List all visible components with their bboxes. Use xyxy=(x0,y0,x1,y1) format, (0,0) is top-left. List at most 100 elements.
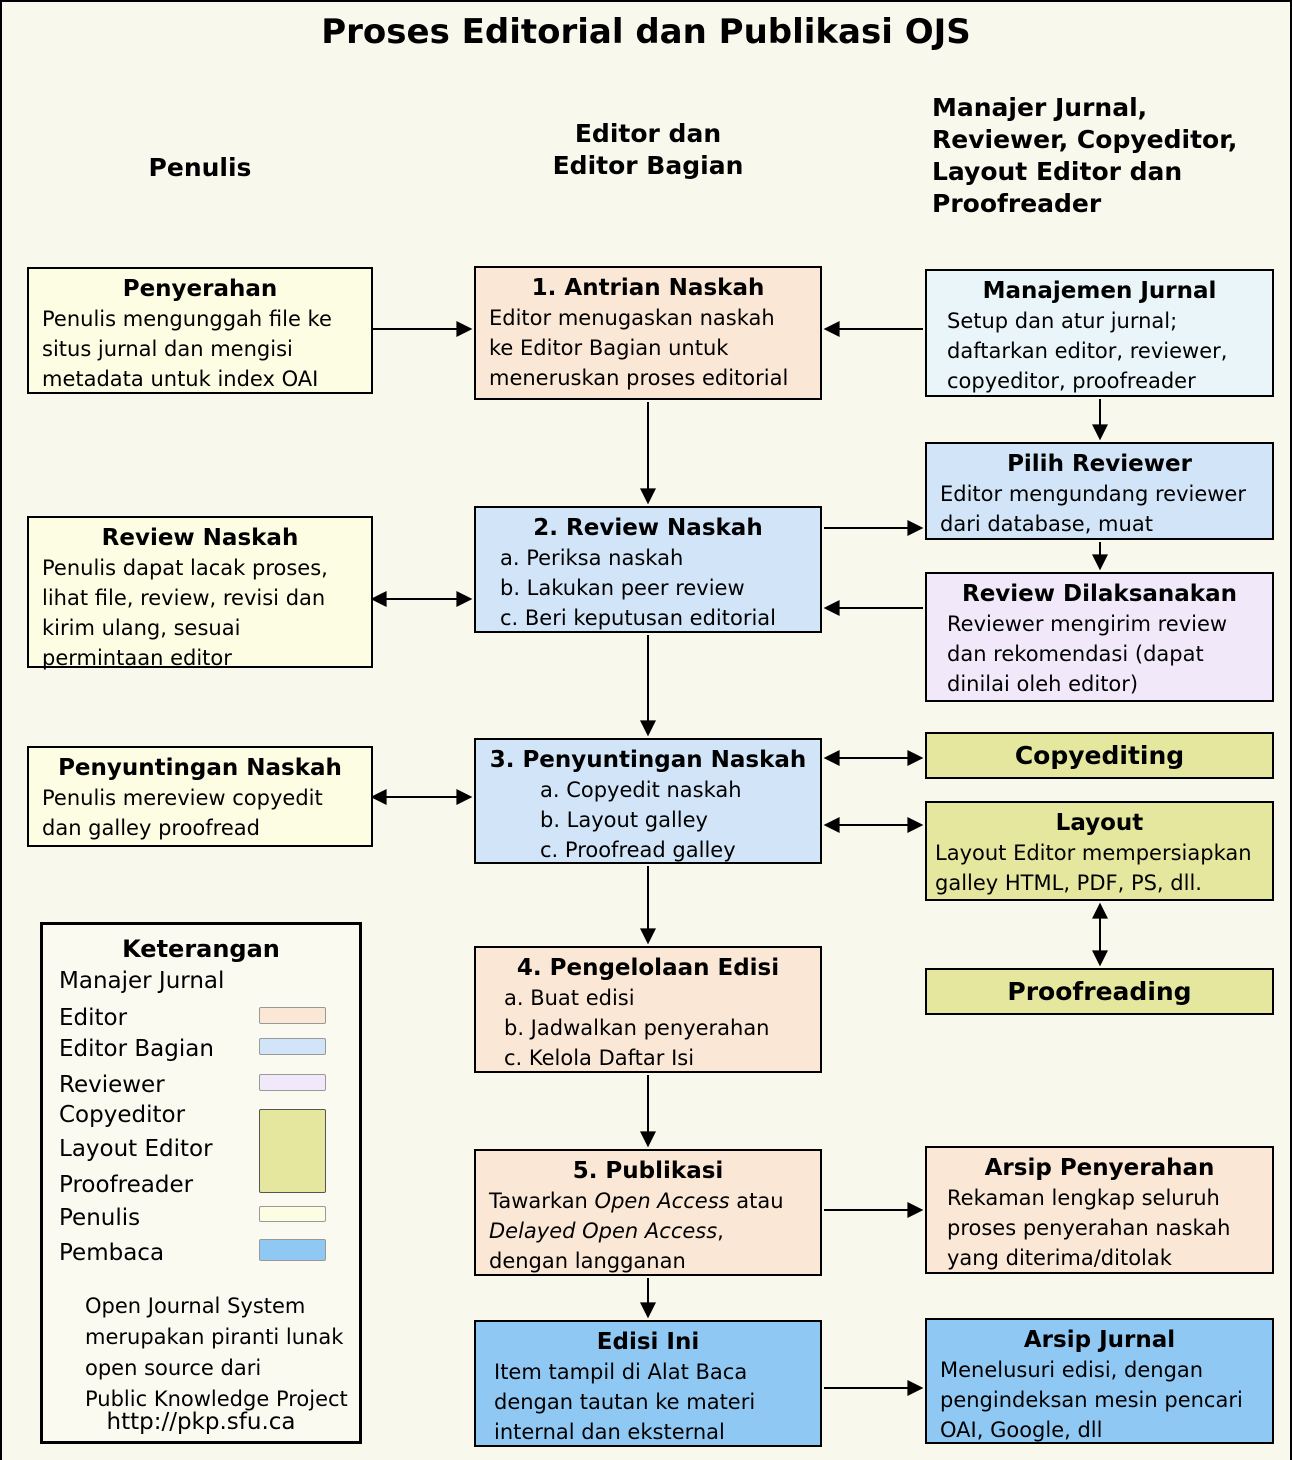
legend-label-copyeditor: Copyeditor xyxy=(59,1102,186,1128)
box-title: Arsip Penyerahan xyxy=(984,1155,1215,1181)
legend-note-line: merupakan piranti lunak xyxy=(85,1325,344,1349)
box-title: Manajemen Jurnal xyxy=(982,278,1217,304)
box-proofreading: Proofreading xyxy=(925,968,1274,1015)
box-text-line: Penulis dapat lacak proses, xyxy=(42,556,328,580)
box-text-segment-italic: Delayed Open Access xyxy=(489,1219,718,1243)
box-title: 3. Penyuntingan Naskah xyxy=(489,747,807,773)
box-title: Pilih Reviewer xyxy=(1007,451,1192,477)
box-text-line: Delayed Open Access, xyxy=(476,1216,820,1246)
box-text-line: Menelusuri edisi, dengan xyxy=(940,1358,1204,1382)
box-arsip-jurnal: Arsip Jurnal Menelusuri edisi, dengan pe… xyxy=(925,1318,1274,1444)
box-text-line: Setup dan atur jurnal; xyxy=(947,309,1178,333)
legend-url: http://pkp.sfu.ca xyxy=(106,1409,296,1435)
column-header-penulis: Penulis xyxy=(148,153,252,182)
box-text-line: metadata untuk index OAI xyxy=(42,367,319,391)
box-text-line: kirim ulang, sesuai xyxy=(42,616,241,640)
box-text-line: Item tampil di Alat Baca xyxy=(494,1360,748,1384)
box-text-line: dengan langganan xyxy=(489,1249,686,1273)
legend: Keterangan Manajer Jurnal Editor Editor … xyxy=(40,922,362,1444)
column-header-line: Editor Bagian xyxy=(552,151,744,180)
box-layout: Layout Layout Editor mempersiapkan galle… xyxy=(925,801,1274,901)
box-arsip-penyerahan: Arsip Penyerahan Rekaman lengkap seluruh… xyxy=(925,1146,1274,1274)
box-text-line: proses penyerahan naskah xyxy=(947,1216,1231,1240)
legend-swatch-reviewer xyxy=(259,1074,326,1091)
box-publikasi: 5. Publikasi Tawarkan Open Access atau D… xyxy=(474,1149,822,1276)
box-text-line: dinilai oleh editor) xyxy=(947,672,1139,696)
legend-label-editor-bagian: Editor Bagian xyxy=(59,1036,214,1062)
box-review-dilaksanakan: Review Dilaksanakan Reviewer mengirim re… xyxy=(925,572,1274,702)
box-text-line: Tawarkan Open Access atau xyxy=(476,1186,820,1216)
legend-label-reviewer: Reviewer xyxy=(59,1072,165,1098)
box-text-line: copyeditor, proofreader xyxy=(947,369,1196,393)
box-text-segment: , xyxy=(717,1219,724,1243)
box-edisi-ini: Edisi Ini Item tampil di Alat Baca denga… xyxy=(474,1320,822,1447)
box-text-line: internal dan eksternal xyxy=(494,1420,725,1444)
box-penyerahan: Penyerahan Penulis mengunggah file ke si… xyxy=(27,267,373,394)
page-title: Proses Editorial dan Publikasi OJS xyxy=(321,12,971,52)
box-copyediting: Copyediting xyxy=(925,732,1274,779)
box-title: Proofreading xyxy=(1007,976,1192,1006)
box-text-line: c. Kelola Daftar Isi xyxy=(504,1046,695,1070)
box-title: 5. Publikasi xyxy=(572,1158,724,1184)
box-text-line: c. Proofread galley xyxy=(540,838,736,862)
box-title: Review Dilaksanakan xyxy=(961,581,1237,607)
box-title: Penyerahan xyxy=(122,276,278,302)
box-title: 4. Pengelolaan Edisi xyxy=(516,955,780,981)
legend-label-pembaca: Pembaca xyxy=(59,1240,165,1266)
box-text-line: b. Jadwalkan penyerahan xyxy=(504,1016,770,1040)
box-text-line: Reviewer mengirim review xyxy=(947,612,1228,636)
legend-swatch-penulis xyxy=(259,1206,326,1222)
box-text-line: b. Layout galley xyxy=(540,808,708,832)
box-text-line: galley HTML, PDF, PS, dll. xyxy=(935,871,1202,895)
box-title: Penyuntingan Naskah xyxy=(58,755,342,781)
column-header-editor: Editor dan Editor Bagian xyxy=(474,118,822,182)
box-text-line: dengan tautan ke materi xyxy=(494,1390,756,1414)
box-text-line: a. Buat edisi xyxy=(504,986,635,1010)
box-title: Arsip Jurnal xyxy=(1023,1327,1176,1353)
box-title: Edisi Ini xyxy=(596,1329,700,1355)
box-penyuntingan-penulis: Penyuntingan Naskah Penulis mereview cop… xyxy=(27,746,373,847)
box-text-line: permintaan editor xyxy=(42,646,232,670)
box-text-line: Penulis mengunggah file ke xyxy=(42,307,332,331)
column-header-line: Reviewer, Copyeditor, xyxy=(932,125,1238,154)
box-text-line: b. Lakukan peer review xyxy=(500,576,745,600)
box-pengelolaan-edisi: 4. Pengelolaan Edisi a. Buat edisi b. Ja… xyxy=(474,946,822,1073)
box-text-line: c. Beri keputusan editorial xyxy=(500,606,777,630)
legend-note-line: Public Knowledge Project xyxy=(85,1387,348,1411)
box-text-line: Penulis mereview copyedit xyxy=(42,786,323,810)
legend-label-proofreader: Proofreader xyxy=(59,1172,194,1198)
box-text-line: Editor mengundang reviewer xyxy=(940,482,1246,506)
legend-title: Keterangan xyxy=(122,935,280,963)
legend-swatch-editor xyxy=(259,1007,326,1024)
box-title: 2. Review Naskah xyxy=(533,515,763,541)
box-text-segment-italic: Open Access xyxy=(594,1189,730,1213)
box-text-line: meneruskan proses editorial xyxy=(489,366,789,390)
box-review-naskah: 2. Review Naskah a. Periksa naskah b. La… xyxy=(474,506,822,633)
box-title: Layout xyxy=(1055,810,1144,836)
box-text-line: a. Copyedit naskah xyxy=(540,778,742,802)
box-text-line: daftarkan editor, reviewer, xyxy=(947,339,1228,363)
box-text-line: dari database, muat xyxy=(940,512,1153,536)
box-manajemen-jurnal: Manajemen Jurnal Setup dan atur jurnal; … xyxy=(925,269,1274,397)
box-penyuntingan-naskah: 3. Penyuntingan Naskah a. Copyedit naska… xyxy=(474,738,822,864)
column-header-line: Editor dan xyxy=(574,119,722,148)
box-antrian-naskah: 1. Antrian Naskah Editor menugaskan nask… xyxy=(474,266,822,400)
column-header-line: Layout Editor dan xyxy=(932,157,1183,186)
box-title: 1. Antrian Naskah xyxy=(531,275,765,301)
box-text-line: dan rekomendasi (dapat xyxy=(947,642,1204,666)
legend-note-line: Open Journal System xyxy=(85,1294,306,1318)
column-header-line: Manajer Jurnal, xyxy=(932,93,1148,122)
box-text-line: situs jurnal dan mengisi xyxy=(42,337,293,361)
box-text-line: lihat file, review, revisi dan xyxy=(42,586,326,610)
box-title: Copyediting xyxy=(1014,740,1185,770)
box-text-line: yang diterima/ditolak xyxy=(947,1246,1172,1270)
box-title: Review Naskah xyxy=(101,525,299,551)
box-text-line: Layout Editor mempersiapkan xyxy=(935,841,1252,865)
legend-swatch-editor-bagian xyxy=(259,1038,326,1055)
legend-label-editor: Editor xyxy=(59,1005,128,1031)
legend-note: Open Journal System merupakan piranti lu… xyxy=(85,1291,348,1415)
box-text-line: Rekaman lengkap seluruh xyxy=(947,1186,1220,1210)
column-header-line: Proofreader xyxy=(932,189,1102,218)
legend-swatch-pembaca xyxy=(259,1239,326,1261)
